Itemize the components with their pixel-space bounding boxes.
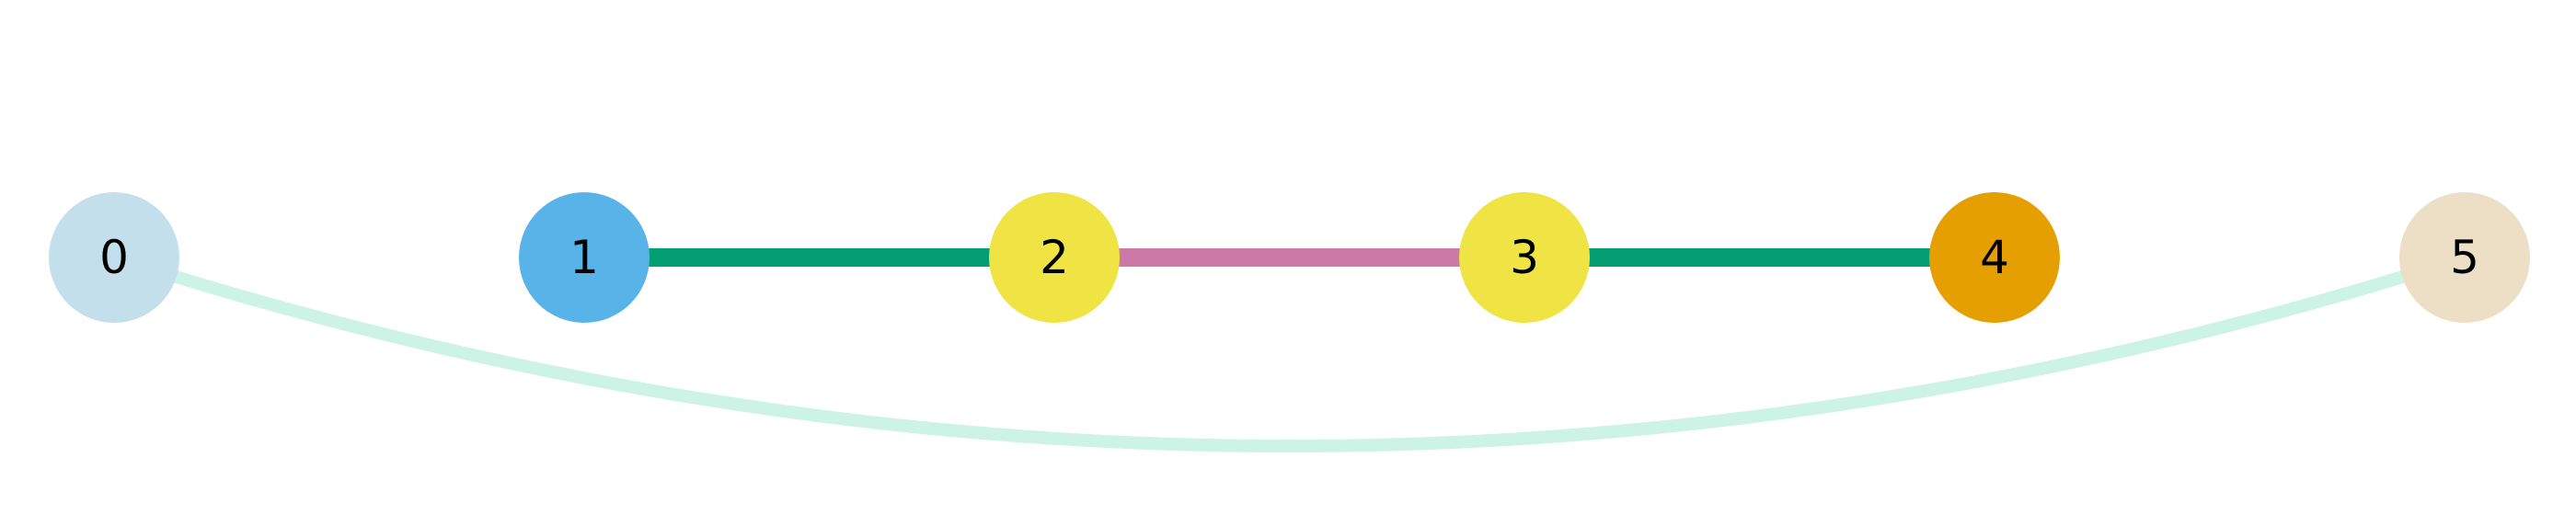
node-2-label: 2	[1040, 231, 1069, 284]
node-5-label: 5	[2450, 231, 2479, 284]
node-1: 1	[519, 192, 650, 323]
node-1-circle	[519, 192, 650, 323]
node-4-label: 4	[1980, 231, 2009, 284]
node-3-label: 3	[1510, 231, 1539, 284]
node-3-circle	[1459, 192, 1590, 323]
edge-0-5	[111, 251, 2467, 452]
node-0-label: 0	[99, 231, 129, 284]
node-0-circle	[49, 192, 179, 323]
node-5: 5	[2399, 192, 2530, 323]
node-3: 3	[1459, 192, 1590, 323]
node-2: 2	[989, 192, 1120, 323]
node-0: 0	[49, 192, 179, 323]
edges-layer	[111, 248, 2467, 452]
node-4-circle	[1929, 192, 2060, 323]
node-2-circle	[989, 192, 1120, 323]
node-4: 4	[1929, 192, 2060, 323]
node-5-circle	[2399, 192, 2530, 323]
node-1-label: 1	[569, 231, 599, 284]
nodes-layer: 0 1 2 3 4 5	[49, 192, 2530, 323]
